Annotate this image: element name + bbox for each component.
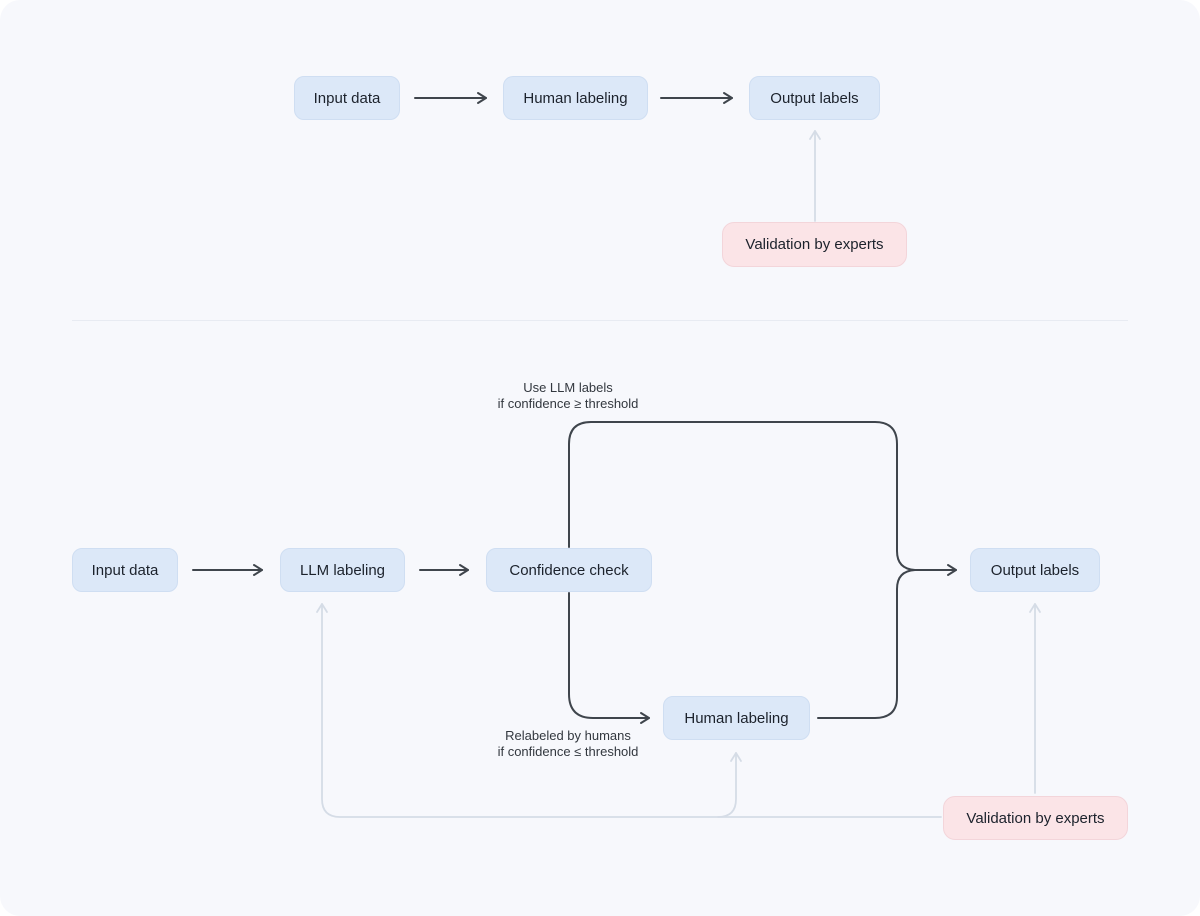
path-human-to-merge (817, 569, 916, 719)
node-bottom-validation-by-experts: Validation by experts (943, 796, 1128, 840)
annotation-use-llm-labels: Use LLM labels if confidence ≥ threshold (418, 380, 718, 411)
annotation-relabeled-by-humans: Relabeled by humans if confidence ≤ thre… (418, 728, 718, 759)
node-bottom-human-labeling: Human labeling (663, 696, 810, 740)
path-confidence-high-loop (568, 421, 916, 571)
node-bottom-confidence-check: Confidence check (486, 548, 652, 592)
annotation-line: if confidence ≤ threshold (497, 743, 639, 759)
node-bottom-output-labels: Output labels (970, 548, 1100, 592)
node-top-human-labeling: Human labeling (503, 76, 648, 120)
arrow-validation-feedback-to-human (717, 752, 742, 818)
node-top-output-labels: Output labels (749, 76, 880, 120)
node-top-input-data: Input data (294, 76, 400, 120)
annotation-line: Relabeled by humans (505, 728, 631, 743)
arrow-validation-feedback-to-llm (316, 603, 942, 818)
node-bottom-input-data: Input data (72, 548, 178, 592)
arrow-confidence-low-to-human (568, 592, 650, 724)
node-bottom-llm-labeling: LLM labeling (280, 548, 405, 592)
section-divider (72, 320, 1128, 321)
annotation-line: if confidence ≥ threshold (497, 395, 639, 411)
annotation-line: Use LLM labels (523, 380, 613, 395)
node-top-validation-by-experts: Validation by experts (722, 222, 907, 267)
